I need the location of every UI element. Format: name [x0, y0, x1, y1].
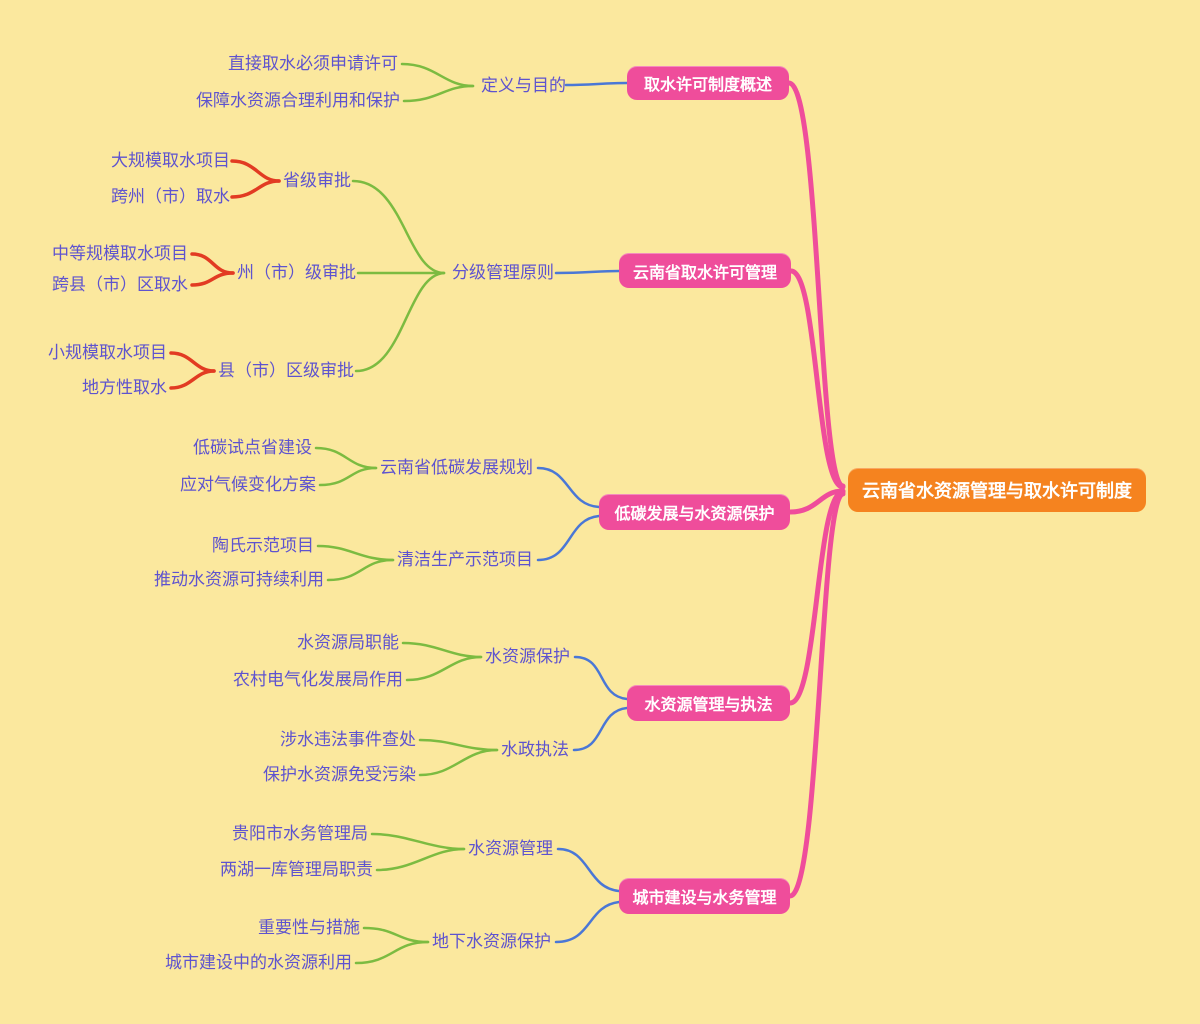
branch-node-urban-construction[interactable]: 城市建设与水务管理 [619, 878, 790, 914]
leaf-label[interactable]: 大规模取水项目 [111, 151, 230, 170]
edge-leaf [169, 351, 216, 373]
edge-branch4-topic2 [572, 706, 629, 752]
edge-leaf [370, 832, 466, 851]
branch-node-water-permit-overview[interactable]: 取水许可制度概述 [627, 66, 789, 100]
leaf-label[interactable]: 保护水资源免受污染 [263, 765, 416, 784]
topic-label[interactable]: 水资源保护 [485, 647, 570, 666]
subtopic-label[interactable]: 县（市）区级审批 [218, 361, 354, 380]
leaf-label[interactable]: 跨县（市）区取水 [52, 275, 188, 294]
edge-subtopic [354, 271, 446, 373]
topic-label[interactable]: 水政执法 [501, 740, 569, 759]
edge-leaf [400, 62, 475, 88]
leaf-label[interactable]: 重要性与措施 [258, 918, 360, 937]
leaf-label[interactable]: 陶氏示范项目 [212, 536, 314, 555]
edge-leaf [230, 179, 281, 199]
leaf-label[interactable]: 城市建设中的水资源利用 [165, 953, 352, 972]
leaf-label[interactable]: 农村电气化发展局作用 [233, 670, 403, 689]
leaf-label[interactable]: 中等规模取水项目 [52, 244, 188, 263]
topic-label[interactable]: 地下水资源保护 [432, 932, 551, 951]
edge-leaf [418, 748, 499, 777]
edge-leaf [169, 369, 216, 390]
leaf-label[interactable]: 涉水违法事件查处 [280, 730, 416, 749]
subtopic-label[interactable]: 州（市）级审批 [237, 263, 356, 282]
edge-branch3-topic2 [536, 514, 601, 562]
leaf-label[interactable]: 应对气候变化方案 [180, 475, 316, 494]
leaf-label[interactable]: 地方性取水 [82, 378, 167, 397]
topic-label[interactable]: 水资源管理 [468, 839, 553, 858]
leaf-label[interactable]: 两湖一库管理局职责 [220, 860, 373, 879]
leaf-label[interactable]: 直接取水必须申请许可 [228, 54, 398, 73]
leaf-label[interactable]: 小规模取水项目 [48, 343, 167, 362]
edge-branch1-topic [564, 81, 629, 87]
leaf-label[interactable]: 推动水资源可持续利用 [154, 570, 324, 589]
edge-leaf [354, 940, 430, 965]
edge-branch4-topic1 [573, 655, 629, 701]
edge-leaf [418, 738, 499, 752]
leaf-label[interactable]: 贵阳市水务管理局 [232, 824, 368, 843]
edge-root-branch1 [786, 80, 846, 489]
leaf-label[interactable]: 跨州（市）取水 [111, 187, 230, 206]
leaf-label[interactable]: 低碳试点省建设 [193, 438, 312, 457]
branch-node-yunnan-permit-management[interactable]: 云南省取水许可管理 [619, 253, 791, 288]
edge-leaf [318, 466, 378, 487]
topic-label[interactable]: 清洁生产示范项目 [397, 550, 533, 569]
edge-branch3-topic1 [536, 466, 601, 509]
edge-leaf [190, 252, 235, 275]
edge-leaf [375, 847, 466, 872]
root-node[interactable]: 云南省水资源管理与取水许可制度 [848, 468, 1146, 512]
edge-leaf [190, 271, 235, 287]
edge-leaf [362, 926, 430, 944]
branch-node-management-enforcement[interactable]: 水资源管理与执法 [627, 685, 790, 721]
edge-leaf [316, 544, 395, 562]
subtopic-label[interactable]: 省级审批 [283, 171, 351, 190]
edge-branch2-topic [554, 269, 621, 275]
leaf-label[interactable]: 保障水资源合理利用和保护 [196, 91, 400, 110]
edge-subtopic [351, 179, 446, 275]
edge-leaf [401, 641, 483, 659]
branch-node-low-carbon[interactable]: 低碳发展与水资源保护 [599, 494, 790, 530]
edge-leaf [402, 84, 475, 103]
edge-leaf [230, 159, 281, 183]
edge-leaf [314, 446, 378, 470]
edge-root-branch3 [787, 488, 846, 515]
edge-root-branch5 [787, 491, 846, 899]
edge-root-branch4 [787, 489, 846, 706]
edge-leaf [326, 558, 395, 582]
edge-root-branch2 [788, 268, 846, 490]
edge-branch5-topic1 [556, 847, 621, 893]
leaf-label[interactable]: 水资源局职能 [297, 633, 399, 652]
edge-branch5-topic2 [554, 900, 621, 944]
topic-label[interactable]: 定义与目的 [481, 76, 566, 95]
edge-leaf [405, 655, 483, 682]
topic-label[interactable]: 云南省低碳发展规划 [380, 458, 533, 477]
topic-label[interactable]: 分级管理原则 [452, 263, 554, 282]
